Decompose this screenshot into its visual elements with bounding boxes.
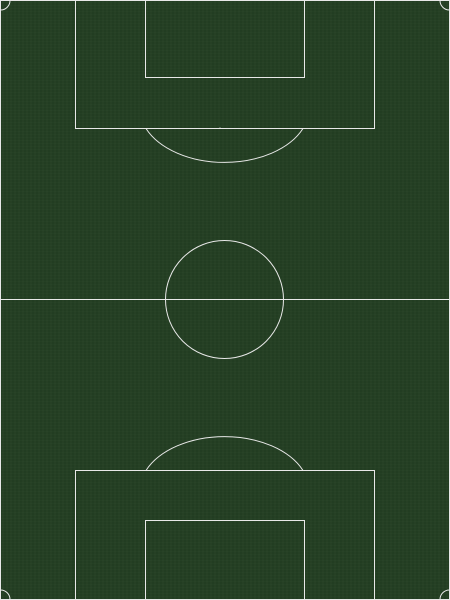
corner-arc-bottom-right bbox=[439, 589, 450, 600]
top-penalty-arc bbox=[145, 128, 304, 163]
centre-circle bbox=[165, 240, 284, 359]
corner-arc-top-left bbox=[0, 0, 11, 11]
bottom-penalty-area bbox=[75, 470, 375, 600]
top-goal-area bbox=[145, 0, 305, 78]
top-penalty-area bbox=[75, 0, 375, 129]
bottom-penalty-arc bbox=[145, 436, 304, 471]
corner-arc-bottom-left bbox=[0, 589, 11, 600]
bottom-goal-area bbox=[145, 520, 305, 600]
corner-arc-top-right bbox=[439, 0, 450, 11]
